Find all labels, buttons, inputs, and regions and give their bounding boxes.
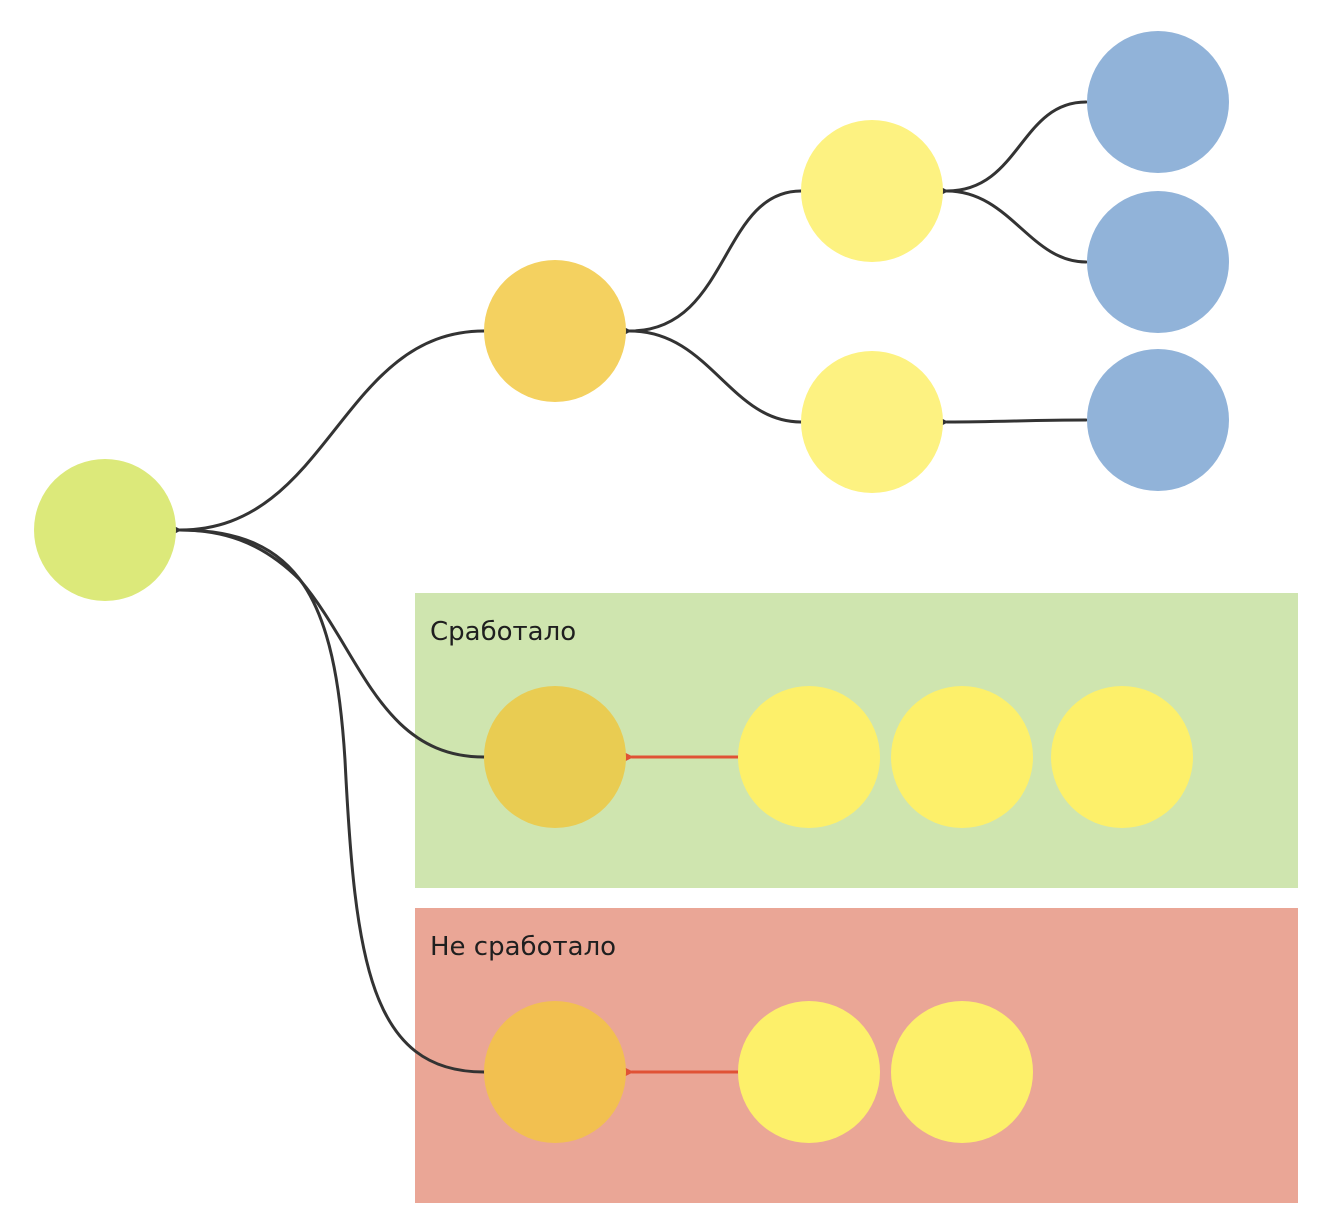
level3-node-c[interactable] — [1087, 349, 1229, 491]
success-head-node[interactable] — [484, 686, 626, 828]
level3-node-a[interactable] — [1087, 31, 1229, 173]
fail-panel-label: Не сработало — [430, 932, 616, 962]
level2-node-b[interactable] — [801, 351, 943, 493]
success-chain-node[interactable] — [1051, 686, 1193, 828]
root-node[interactable] — [34, 459, 176, 601]
connector-n2b-to-n1 — [614, 322, 803, 424]
connector-n2a-to-n1 — [614, 189, 803, 340]
level3-node-b[interactable] — [1087, 191, 1229, 333]
connector-n3c-to-n2b — [931, 413, 1088, 431]
level2-node-a[interactable] — [801, 120, 943, 262]
fail-chain-node[interactable] — [738, 1001, 880, 1143]
level1-node[interactable] — [484, 260, 626, 402]
success-chain-node[interactable] — [738, 686, 880, 828]
connector-n3a-to-n2a — [931, 100, 1088, 200]
connector-n1-to-root — [164, 329, 486, 539]
connector-n3b-to-n2a — [931, 182, 1088, 264]
connector-fail-to-root — [164, 521, 486, 1074]
success-chain-node[interactable] — [891, 686, 1033, 828]
fail-head-node[interactable] — [484, 1001, 626, 1143]
fail-chain-node[interactable] — [891, 1001, 1033, 1143]
success-panel-label: Сработало — [430, 617, 576, 647]
